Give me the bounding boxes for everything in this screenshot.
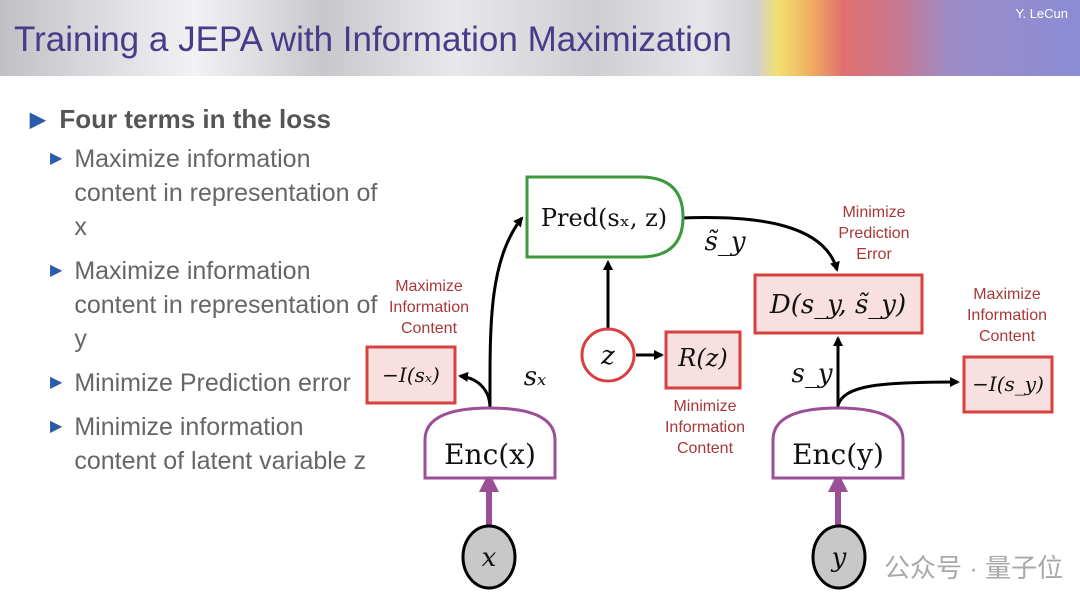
annotation-line: Content bbox=[401, 320, 458, 337]
input-x-label: x bbox=[482, 543, 497, 573]
input-x-node bbox=[461, 524, 517, 590]
rz-label: R(z) bbox=[677, 344, 727, 372]
bullet-text: Maximize information content in represen… bbox=[74, 257, 378, 353]
watermark: 公众号 · 量子位 bbox=[884, 553, 1064, 583]
annotation-line: Error bbox=[856, 246, 892, 263]
input-y-node bbox=[811, 524, 867, 590]
bullet-text: Maximize information content in represen… bbox=[74, 145, 378, 241]
bullet-item: ▶ Minimize information content of latent … bbox=[50, 410, 380, 478]
annotation-max-info-x: Maximize Information Content bbox=[389, 278, 469, 337]
bullet-item: ▶ Minimize Prediction error bbox=[50, 366, 380, 400]
bullet-triangle-icon: ▶ bbox=[50, 262, 63, 279]
bullet-triangle-icon: ▶ bbox=[50, 374, 63, 391]
annotation-min-pred-error: Minimize Prediction Error bbox=[838, 204, 909, 263]
pred-label: Pred(sₓ, z) bbox=[541, 204, 667, 232]
bullet-item: ▶ Maximize information content in represe… bbox=[50, 254, 380, 356]
d-cost-box bbox=[753, 273, 924, 335]
annotation-line: Maximize bbox=[395, 278, 463, 295]
isx-cost-box bbox=[365, 345, 457, 405]
bullet-text: Four terms in the loss bbox=[59, 104, 331, 134]
isy-label: −I(s_y) bbox=[972, 372, 1044, 396]
author-label: Y. LeCun bbox=[1015, 6, 1068, 21]
slide-header: Training a JEPA with Information Maximiz… bbox=[0, 0, 1080, 76]
isx-label: −I(sₓ) bbox=[382, 363, 440, 387]
slide-title: Training a JEPA with Information Maximiz… bbox=[14, 20, 732, 59]
annotation-line: Maximize bbox=[973, 286, 1041, 303]
bullet-triangle-icon: ▶ bbox=[50, 150, 63, 167]
annotation-line: Information bbox=[389, 299, 469, 316]
input-y-label: y bbox=[831, 543, 847, 573]
bullet-item: ▶ Maximize information content in represe… bbox=[50, 142, 380, 244]
bullet-triangle-icon: ▶ bbox=[50, 418, 63, 435]
annotation-line: Minimize bbox=[842, 204, 905, 221]
annotation-line: Prediction bbox=[838, 225, 909, 242]
sy-tilde-label: s̃_y bbox=[704, 227, 745, 257]
bullet-main: ▶ Four terms in the loss bbox=[30, 104, 380, 136]
annotation-line: Content bbox=[677, 440, 734, 457]
latent-z-node bbox=[580, 327, 636, 383]
isy-cost-box bbox=[962, 355, 1054, 414]
latent-z-label: z bbox=[600, 341, 615, 371]
arrow-encx-pred bbox=[488, 216, 524, 409]
encoder-y-label: Enc(y) bbox=[792, 438, 884, 471]
bullet-text: Minimize Prediction error bbox=[74, 369, 351, 397]
annotation-line: Minimize bbox=[673, 398, 736, 415]
bullet-text: Minimize information content of latent v… bbox=[74, 413, 367, 475]
encoder-x-block bbox=[423, 406, 557, 480]
encoder-x-label: Enc(x) bbox=[444, 438, 536, 471]
d-label: D(s_y, s̃_y) bbox=[769, 290, 906, 320]
predictor-block bbox=[525, 175, 685, 259]
bullet-triangle-icon: ▶ bbox=[30, 109, 46, 131]
sy-label: s_y bbox=[791, 359, 832, 389]
annotation-max-info-y: Maximize Information Content bbox=[967, 286, 1047, 345]
sx-label: sₓ bbox=[524, 362, 547, 392]
annotation-min-info-z: Minimize Information Content bbox=[665, 398, 745, 457]
annotation-line: Content bbox=[979, 328, 1036, 345]
arrow-encx-isx bbox=[458, 371, 492, 409]
encoder-y-block bbox=[771, 406, 905, 480]
annotation-line: Information bbox=[665, 419, 745, 436]
bullet-list: ▶ Four terms in the loss ▶ Maximize inform… bbox=[30, 104, 380, 488]
arrow-pred-d bbox=[681, 216, 840, 272]
rz-cost-box bbox=[664, 330, 742, 390]
annotation-line: Information bbox=[967, 307, 1047, 324]
arrow-ency-isy bbox=[836, 377, 960, 406]
